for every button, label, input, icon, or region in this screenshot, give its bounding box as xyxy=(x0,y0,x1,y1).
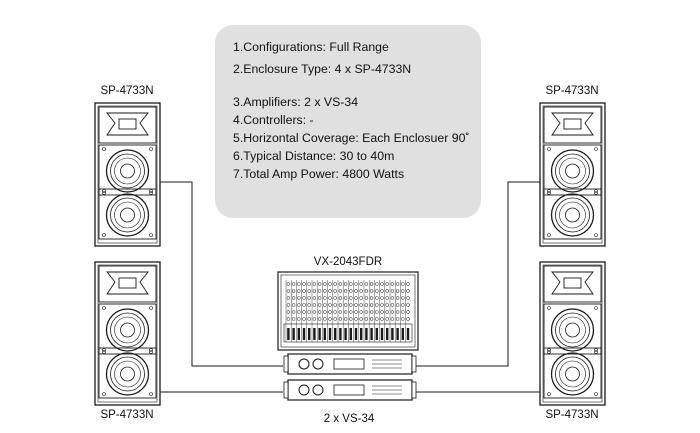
speaker-label-bottom-left: SP-4733N xyxy=(100,409,154,421)
mixer-console xyxy=(277,271,419,351)
speaker-label-bottom-right: SP-4733N xyxy=(545,409,599,421)
spec-typical-distance: 6.Typical Distance: 30 to 40m xyxy=(233,149,395,163)
amplifier-label: 2 x VS-34 xyxy=(323,413,375,425)
specifications-panel: 1.Configurations: Full Range 2.Enclosure… xyxy=(215,25,481,218)
cable-top-right xyxy=(414,181,540,367)
spec-amplifiers: 3.Amplifiers: 2 x VS-34 xyxy=(233,95,359,109)
speaker-bottom-right xyxy=(539,261,606,406)
amplifier-2 xyxy=(283,379,417,401)
speaker-top-left xyxy=(94,102,161,247)
spec-controllers: 4.Controllers: - xyxy=(233,113,314,127)
spec-total-amp-power: 7.Total Amp Power: 4800 Watts xyxy=(233,167,405,181)
spec-configurations: 1.Configurations: Full Range xyxy=(233,40,389,54)
cables xyxy=(160,181,540,393)
amplifier-1 xyxy=(283,353,417,375)
mixer-label: VX-2043FDR xyxy=(313,256,383,268)
speaker-bottom-left xyxy=(94,261,161,406)
speaker-label-top-right: SP-4733N xyxy=(545,85,599,97)
spec-enclosure-type: 2.Enclosure Type: 4 x SP-4733N xyxy=(233,62,412,76)
spec-horizontal-coverage: 5.Horizontal Coverage: Each Enclosuer 90… xyxy=(233,131,470,145)
cable-top-left xyxy=(160,181,283,367)
speaker-top-right xyxy=(539,102,606,247)
speaker-label-top-left: SP-4733N xyxy=(100,85,154,97)
mixer-channel-strips xyxy=(283,280,413,343)
